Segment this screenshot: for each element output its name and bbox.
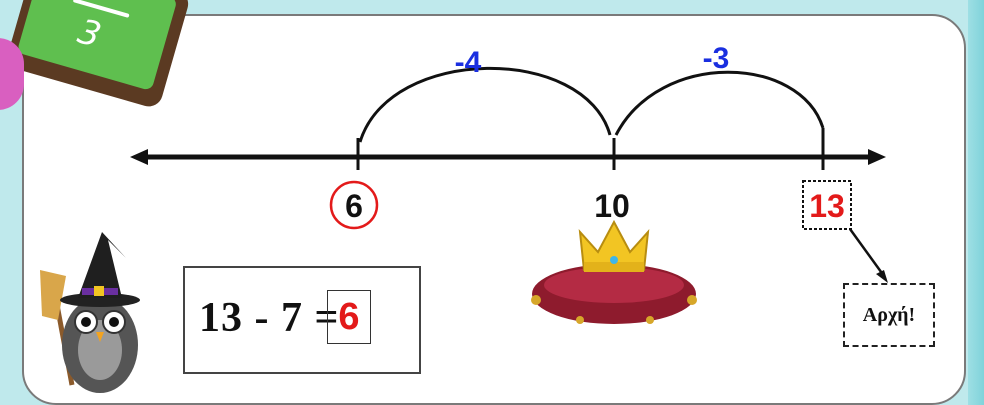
mark-13-label: 13: [809, 188, 845, 224]
mark-6-label: 6: [345, 188, 363, 224]
content-panel: [22, 14, 966, 405]
axis-right-arrow: [868, 149, 886, 165]
owl-witch-illustration: [40, 232, 140, 393]
owl-pupil-left: [81, 317, 91, 327]
cushion-tassel-bottom-left: [576, 316, 584, 324]
mark-6-circle: [329, 180, 379, 230]
start-connector-line: [848, 228, 886, 277]
cushion-tassel-bottom-right: [646, 316, 654, 324]
broom-bristles: [40, 270, 66, 320]
cushion-tassel-left: [531, 295, 541, 305]
equation-expression: 13 - 7 =: [199, 295, 340, 341]
equation-box: 13 - 7 = 6: [183, 266, 421, 374]
crown-band: [584, 262, 644, 272]
start-label-box: Αρχή!: [843, 283, 935, 347]
crown-cushion-illustration: [531, 219, 697, 324]
start-connector-arrowhead: [876, 270, 888, 283]
cushion-top: [544, 267, 684, 303]
equation-answer: 6: [327, 290, 371, 344]
jump-label-minus-4: -4: [455, 46, 482, 79]
hat-buckle: [94, 286, 104, 296]
axis-left-arrow: [130, 149, 148, 165]
owl-pupil-right: [109, 317, 119, 327]
mark-13-box: [802, 180, 852, 230]
owl-beak: [96, 332, 104, 342]
jump-label-minus-3: -3: [703, 42, 730, 75]
hat-cone: [78, 232, 126, 298]
jump-arc-minus-4: [358, 66, 612, 143]
cushion-tassel-right: [687, 295, 697, 305]
frame-edge: [968, 0, 984, 405]
crown-gem: [610, 256, 618, 264]
crown-icon: [578, 219, 650, 271]
jump-arc-minus-3: [614, 70, 825, 136]
mark-10-label: 10: [594, 188, 630, 224]
owl-belly: [78, 320, 122, 380]
